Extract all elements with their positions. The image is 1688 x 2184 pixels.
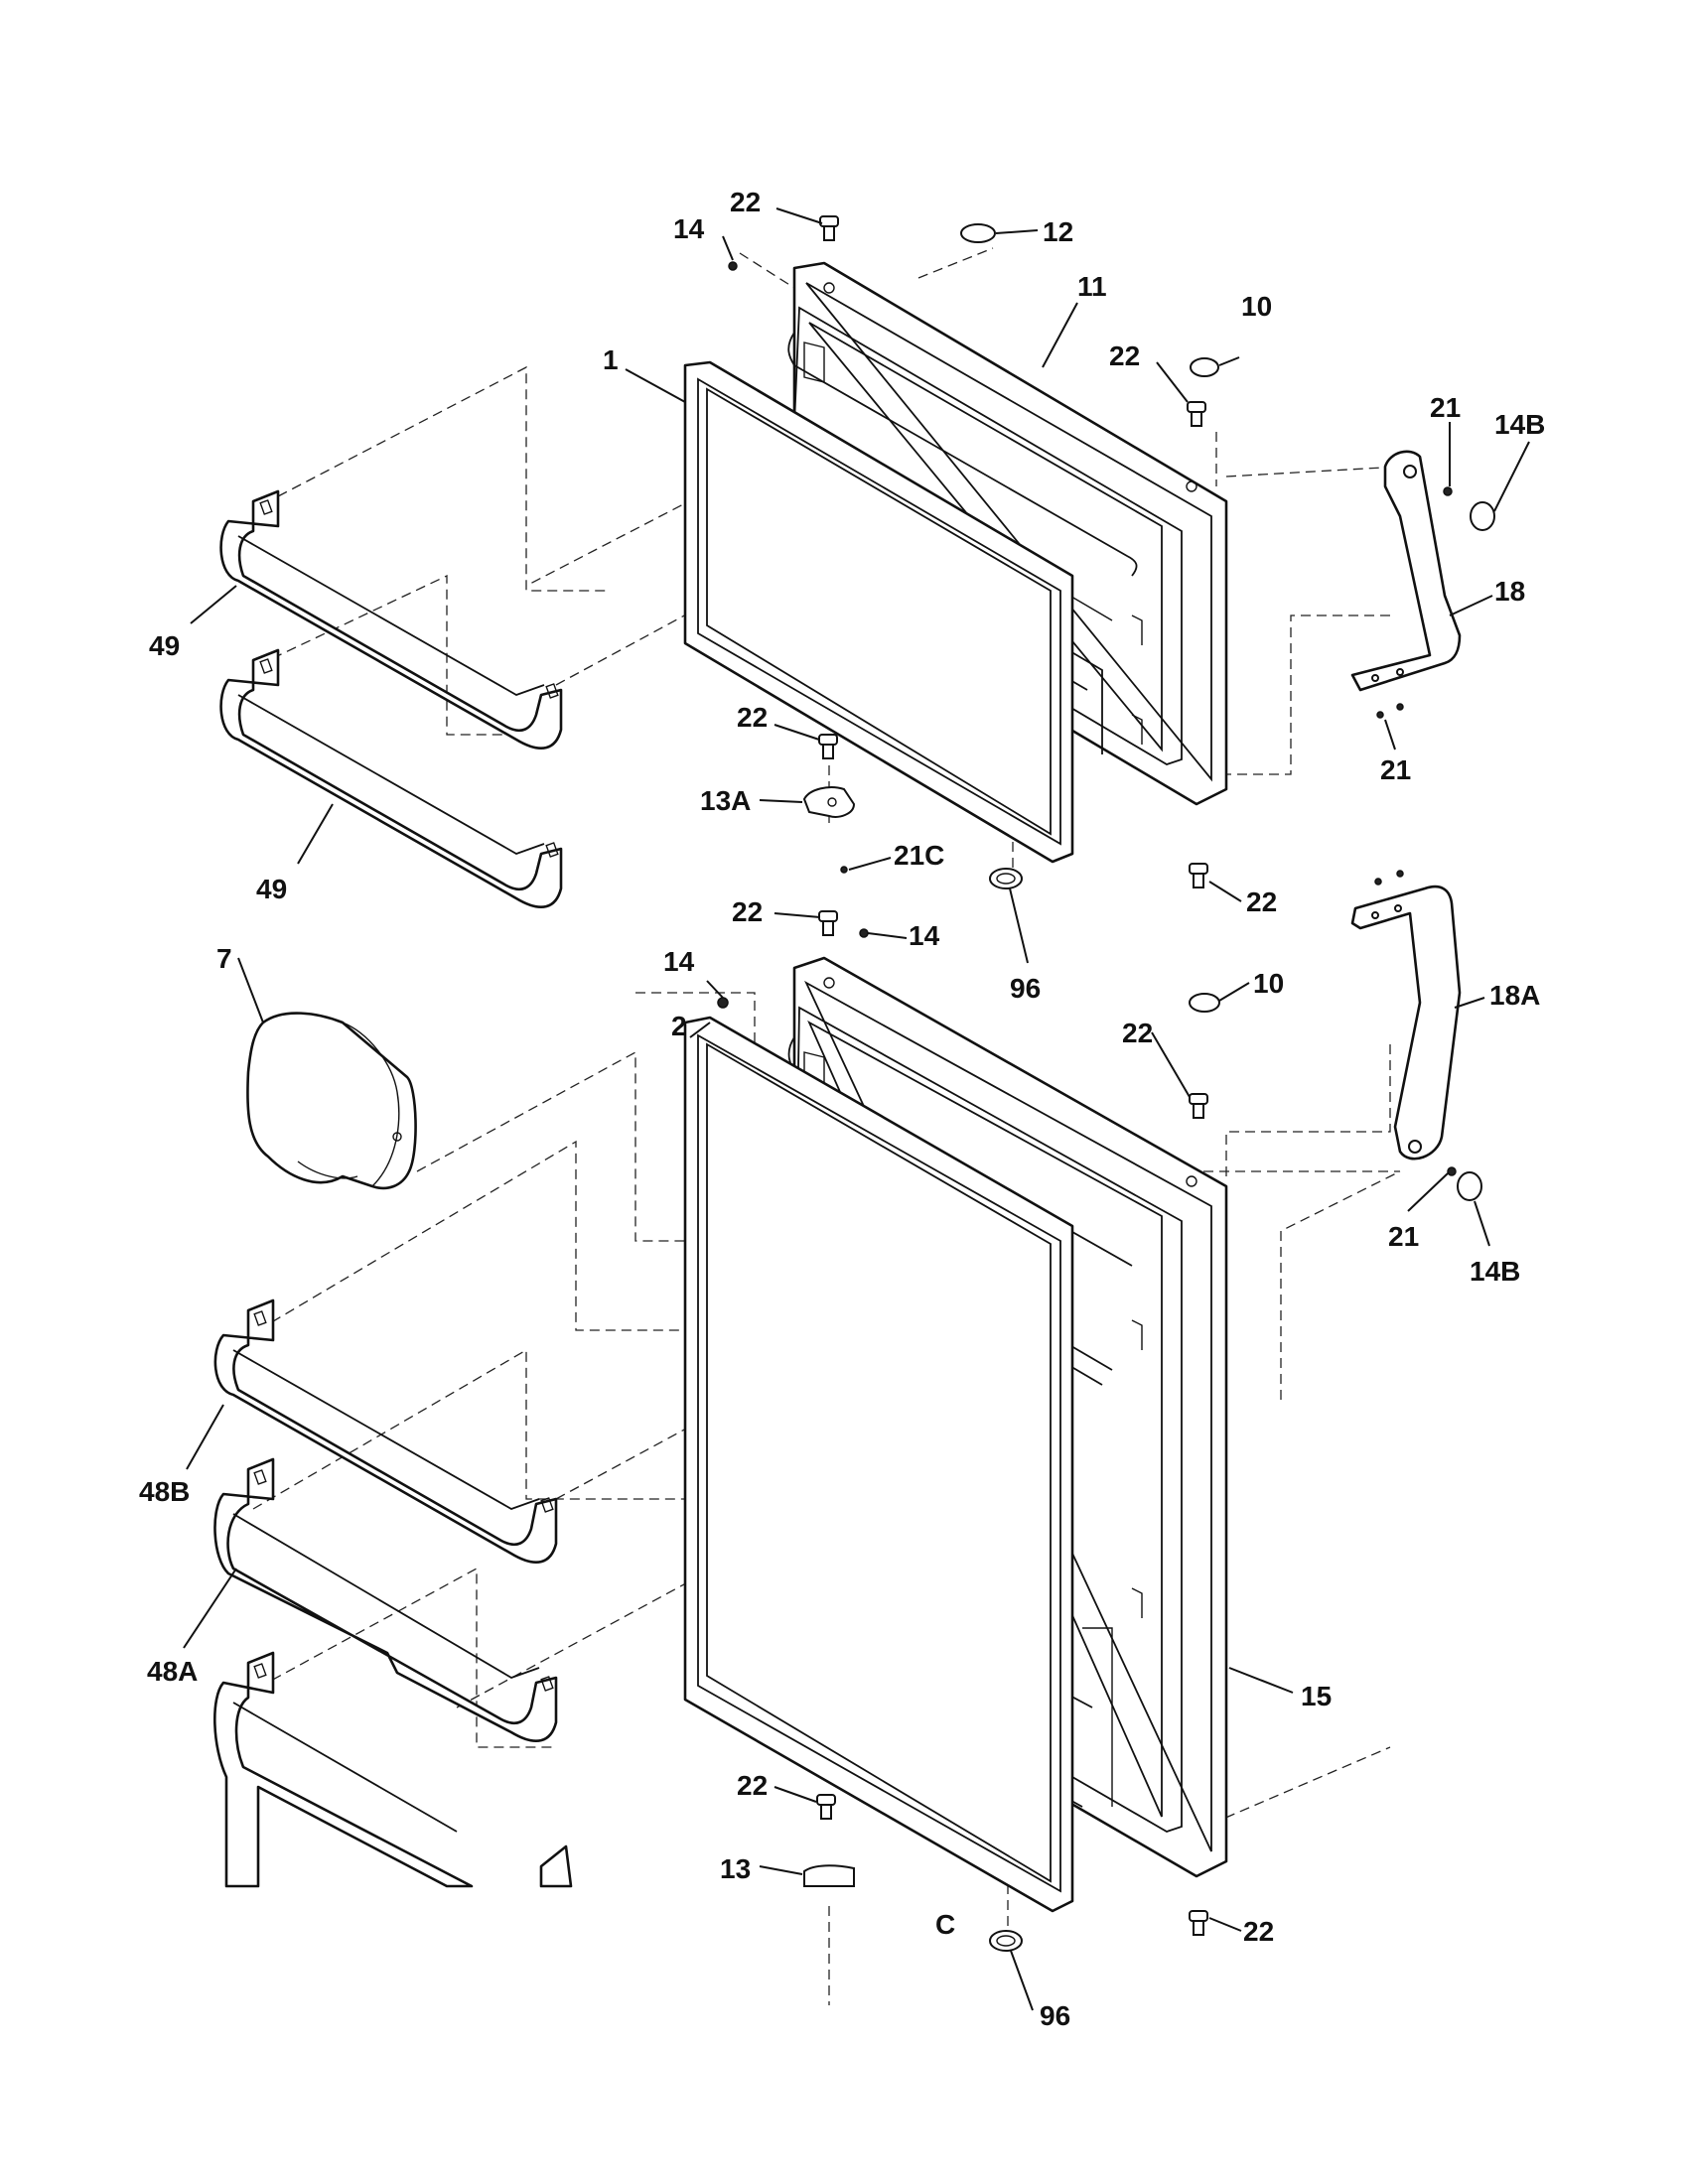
hinge-pin-22f [1189,1093,1208,1119]
screw-21C [840,866,848,874]
callout-21: 21 [1430,392,1461,423]
freezer-shelf-lower [219,648,563,908]
callout-22: 22 [737,1770,768,1801]
freezer-handle [1350,450,1462,692]
callout-49: 49 [256,874,287,904]
freezer-shelf-upper [219,489,563,750]
plug-14Ba [1470,501,1495,531]
screw-21c [1447,1166,1457,1176]
hinge-pin-22d [1189,863,1208,888]
callout-7: 7 [216,943,232,974]
callout-48B: 48B [139,1476,190,1507]
screw-21b4 [1396,870,1404,878]
callout-13: 13 [720,1853,751,1884]
plug-10a [1190,357,1219,377]
plug-14Bb [1457,1171,1482,1201]
callout-96: 96 [1040,2000,1070,2031]
hinge-pin-22c [818,734,838,759]
callout-22: 22 [730,187,761,217]
callout-14B: 14B [1494,409,1545,440]
fresh-food-door-gasket [683,1016,1074,1913]
hinge-pin-22b [1187,401,1206,427]
screw-21b1 [1376,711,1384,719]
callout-labels: 22 14 12 11 10 22 1 21 14B 18 49 49 22 1… [139,187,1545,2031]
callout-10: 10 [1253,968,1284,999]
callout-14: 14 [673,213,705,244]
callout-14B: 14B [1470,1256,1520,1287]
callout-11: 11 [1077,271,1107,302]
plug-12 [960,223,996,243]
callout-10: 10 [1241,291,1272,322]
hinge-pin-22g [816,1794,836,1820]
hinge-pin-22e [818,910,838,936]
hinge-13A [802,786,856,818]
callout-C: C [935,1909,955,1940]
screw-21b2 [1396,703,1404,711]
callout-21: 21 [1388,1221,1419,1252]
freezer-door-gasket [683,360,1074,864]
callout-49: 49 [149,630,180,661]
callout-22: 22 [1243,1916,1274,1947]
callout-12: 12 [1043,216,1073,247]
plug-10b [1189,993,1220,1013]
screw-14b [859,928,869,938]
door-shelf-48A [213,1457,558,1742]
screw-21a [1443,486,1453,496]
callout-14: 14 [909,920,940,951]
hinge-pin-22a [819,215,839,241]
leader-lines [183,207,1530,2011]
door-shelf-48B [213,1298,558,1564]
callout-21C: 21C [894,840,944,871]
cap-96a [989,868,1023,889]
callout-14: 14 [663,946,695,977]
dairy-compartment [246,1012,417,1190]
cap-96b [989,1930,1023,1952]
screw-21b3 [1374,878,1382,886]
callout-15: 15 [1301,1681,1332,1711]
callout-22: 22 [737,702,768,733]
callout-18: 18 [1494,576,1525,607]
hardware-parts [717,215,1495,1952]
screw-14a [728,261,738,271]
door-shelf-bottom [212,1651,573,1888]
callout-22: 22 [732,896,763,927]
callout-21: 21 [1380,754,1411,785]
hinge-pin-22h [1189,1910,1208,1936]
callout-1: 1 [603,344,619,375]
callout-22: 22 [1122,1018,1153,1048]
hinge-13 [803,1864,855,1887]
fresh-food-handle [1350,885,1462,1160]
callout-96: 96 [1010,973,1041,1004]
callout-18A: 18A [1489,980,1540,1011]
callout-13A: 13A [700,785,751,816]
screw-14c [717,997,729,1009]
callout-2: 2 [671,1011,687,1041]
callout-48A: 48A [147,1656,198,1687]
callout-22: 22 [1109,341,1140,371]
callout-22: 22 [1246,887,1277,917]
